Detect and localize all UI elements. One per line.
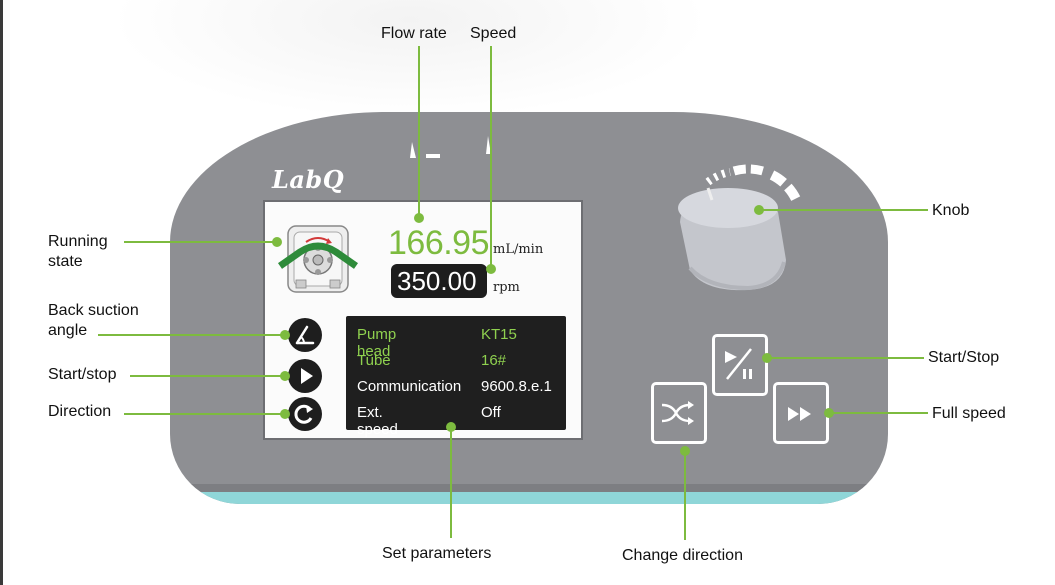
label-direction: Direction [48, 403, 112, 420]
dot-full-speed [824, 408, 834, 418]
speed-unit: rpm [493, 280, 520, 295]
label-start-stop-left: Start/stop [48, 366, 117, 383]
leader-speed [490, 46, 492, 268]
param-value: 16# [481, 352, 507, 369]
fast-forward-icon [788, 407, 811, 421]
dot-start-stop-left [280, 371, 290, 381]
label-back-suction: Back suction angle [48, 301, 139, 341]
label-back-suction-line2: angle [48, 322, 88, 339]
parameter-panel [346, 316, 566, 430]
leader-change-direction [684, 452, 686, 540]
flow-rate-value: 166.95 [388, 224, 490, 262]
play-icon [288, 359, 322, 393]
dot-start-stop-right [762, 353, 772, 363]
leader-set-parameters [450, 428, 452, 538]
swap-direction-icon [661, 401, 694, 425]
left-edge-bar [0, 0, 3, 585]
leader-direction [124, 413, 284, 415]
dot-knob [754, 205, 764, 215]
leader-back-suction [98, 334, 284, 336]
label-full-speed: Full speed [932, 405, 1006, 422]
dot-back-suction [280, 330, 290, 340]
knob[interactable] [668, 160, 818, 300]
param-value: KT15 [481, 326, 517, 343]
dot-direction [280, 409, 290, 419]
play-pause-icon [725, 348, 752, 380]
dot-set-parameters [446, 422, 456, 432]
label-knob: Knob [932, 202, 970, 219]
param-value: Off [481, 404, 501, 421]
leader-knob [760, 209, 928, 211]
leader-full-speed [830, 412, 928, 414]
brand-mark-icon [410, 136, 491, 158]
dot-speed [486, 264, 496, 274]
start-stop-button[interactable] [712, 334, 768, 396]
label-running-state-line2: state [48, 253, 83, 270]
background-glow [110, 0, 710, 120]
pump-head-icon [278, 225, 358, 293]
param-key: Communication [357, 378, 462, 395]
param-key: Ext. speed [357, 404, 398, 438]
label-flow-rate: Flow rate [381, 25, 447, 42]
leader-running-state [124, 241, 276, 243]
param-key: Pump head [357, 326, 397, 360]
brand-logo: LabQ [272, 165, 345, 194]
param-key: Tube [357, 352, 391, 369]
full-speed-button[interactable] [773, 382, 829, 444]
device-accent-strip [170, 492, 888, 504]
label-change-direction: Change direction [622, 547, 743, 564]
label-set-parameters: Set parameters [382, 545, 492, 562]
dot-change-direction [680, 446, 690, 456]
speed-value: 350.00 [397, 266, 477, 296]
direction-icon [288, 397, 322, 431]
label-speed: Speed [470, 25, 517, 42]
dot-flow-rate [414, 213, 424, 223]
label-back-suction-line1: Back suction [48, 302, 139, 319]
dot-running-state [272, 237, 282, 247]
change-direction-button[interactable] [651, 382, 707, 444]
device-bottom-shade [170, 484, 888, 492]
label-start-stop-right: Start/Stop [928, 349, 1000, 366]
leader-flow-rate [418, 46, 420, 218]
param-value: 9600.8.e.1 [481, 378, 552, 395]
label-running-state-line1: Running [48, 233, 108, 250]
label-running-state: Running state [48, 232, 108, 272]
leader-start-stop-right [768, 357, 924, 359]
flow-rate-unit: mL/min [493, 242, 544, 257]
speed-readout-box [391, 264, 487, 298]
back-suction-angle-icon [288, 318, 322, 352]
leader-start-stop-left [130, 375, 284, 377]
